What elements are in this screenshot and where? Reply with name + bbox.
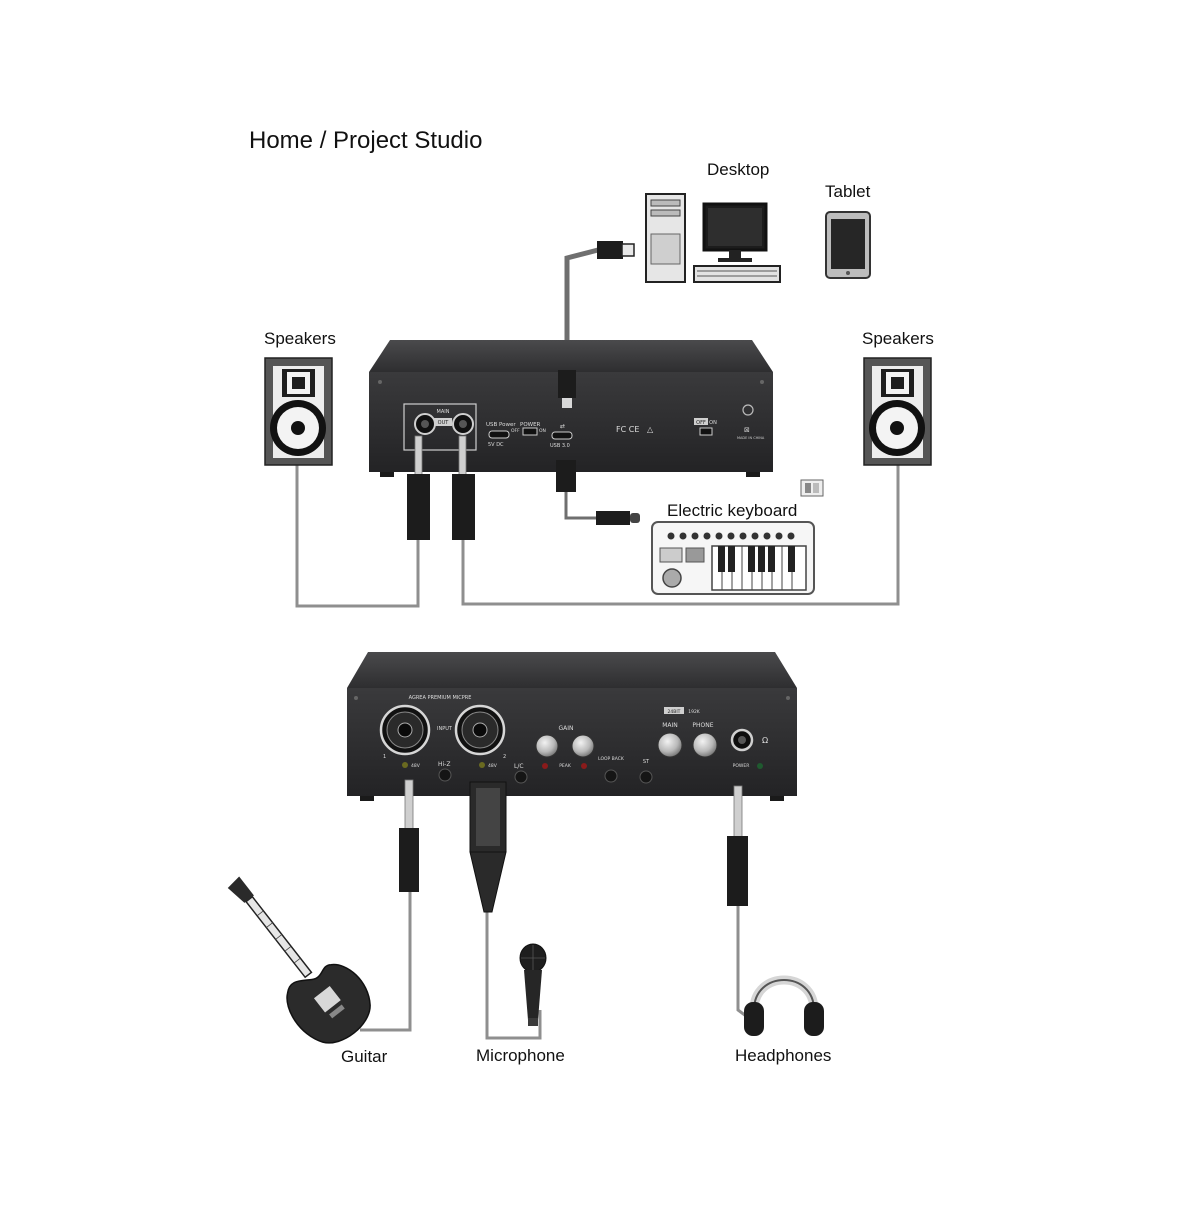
hiz-button <box>438 768 452 782</box>
headphones-icon <box>744 975 824 1036</box>
headphone-symbol-icon: Ω <box>762 736 768 745</box>
cables <box>295 247 900 1040</box>
microphone-label: Microphone <box>476 1046 565 1065</box>
gain-label: GAIN <box>558 725 573 732</box>
power-label-front: POWER <box>733 763 750 769</box>
peak-label: PEAK <box>559 763 572 769</box>
desktop-label: Desktop <box>707 160 770 179</box>
out-label: OUT <box>438 420 450 426</box>
phantom-led-2 <box>479 762 485 768</box>
guitar-label: Guitar <box>341 1047 388 1066</box>
input-1-label: 1 <box>383 754 386 760</box>
peak-led-2 <box>581 763 587 769</box>
usb3-label: USB 3.0 <box>550 443 570 449</box>
right-speaker-cable <box>461 465 900 606</box>
electric-keyboard-icon <box>651 521 815 595</box>
usb-plug-rear-bottom <box>556 460 576 492</box>
desktop-tower-icon <box>645 193 686 283</box>
rear-switch <box>699 427 713 436</box>
recycle-bin-icon: ⊠ <box>744 426 750 434</box>
power-switch <box>522 427 538 436</box>
usb3-port <box>551 431 573 440</box>
st-button <box>639 770 653 784</box>
tablet-icon <box>825 211 871 279</box>
electric-keyboard-label: Electric keyboard <box>667 501 798 520</box>
page-title: Home / Project Studio <box>249 127 483 154</box>
made-in-label: MADE IN CHINA <box>737 436 765 440</box>
sample-rate-label: 192K <box>688 709 701 715</box>
usb-plug-rear-top <box>558 370 576 408</box>
desktop-monitor-icon <box>693 202 781 283</box>
sd-card-icon <box>800 479 824 497</box>
loop-back-button <box>604 769 618 783</box>
gain-knob-2 <box>571 734 595 758</box>
front-header-label: AGREA PREMIUM MICPRE <box>409 695 472 701</box>
microphone-icon <box>519 943 547 1026</box>
lc-button <box>514 770 528 784</box>
usb-cable-keyboard <box>564 492 596 520</box>
speaker-plugs <box>407 435 475 540</box>
peak-led-1 <box>542 763 548 769</box>
xlr-plug <box>469 781 507 913</box>
power-led <box>757 763 763 769</box>
guitar-cable <box>360 892 412 1032</box>
switch-on-label: ON <box>709 420 717 426</box>
main-out-label: MAIN <box>437 409 450 415</box>
input-2-label: 2 <box>503 754 506 760</box>
phantom-led-1 <box>402 762 408 768</box>
usb-symbol: ⇄ <box>560 423 565 430</box>
hiz-label: Hi-Z <box>438 761 450 768</box>
dc-label: 5V DC <box>488 442 504 448</box>
power-label-rear: POWER <box>520 422 541 428</box>
mic-cable <box>485 910 542 1040</box>
st-label: ST <box>643 759 650 765</box>
audio-interface-rear: MAIN OUT USB Power 5V DC POWER OFF ON ⇄ … <box>369 340 773 477</box>
right-speakers-label: Speakers <box>862 329 934 348</box>
usb-cable-desktop <box>564 247 599 370</box>
headphone-cable <box>736 905 747 1018</box>
keyboard-usb-plug <box>596 511 640 525</box>
guitar-jack-plug <box>399 779 419 892</box>
usb-power-label: USB Power <box>486 422 516 428</box>
left-speakers-label: Speakers <box>264 329 336 348</box>
main-label: MAIN <box>662 722 678 729</box>
guitar-icon <box>227 876 371 1044</box>
left-speaker-icon <box>264 357 333 466</box>
lc-label: L/C <box>514 763 524 770</box>
bit-depth-label: 24BIT <box>668 709 681 715</box>
left-speaker-cable <box>295 465 420 608</box>
usb-power-port <box>488 430 510 439</box>
gain-knob-1 <box>535 734 559 758</box>
main-volume-knob <box>657 732 683 758</box>
tablet-label: Tablet <box>825 182 871 201</box>
usb-plug-desktop <box>597 241 635 259</box>
ground-icon <box>742 404 754 416</box>
phantom-2-label: 48V <box>488 763 498 769</box>
phone-volume-knob <box>692 732 718 758</box>
phantom-1-label: 48V <box>411 763 421 769</box>
headphones-label: Headphones <box>735 1046 832 1065</box>
warning-icon: △ <box>647 425 654 434</box>
headphone-jack-plug <box>727 785 748 906</box>
right-speaker-icon <box>863 357 932 466</box>
loop-back-label: LOOP BACK <box>598 756 625 762</box>
power-off-label: OFF <box>511 428 520 434</box>
audio-interface-front: AGREA PREMIUM MICPRE INPUT 1 2 48V 48V H… <box>347 652 797 801</box>
power-on-label: ON <box>539 428 546 434</box>
input-label: INPUT <box>437 726 453 732</box>
certification-marks: FC CE <box>616 425 639 434</box>
phone-label: PHONE <box>692 722 713 729</box>
switch-off-label: OFF <box>696 420 706 426</box>
